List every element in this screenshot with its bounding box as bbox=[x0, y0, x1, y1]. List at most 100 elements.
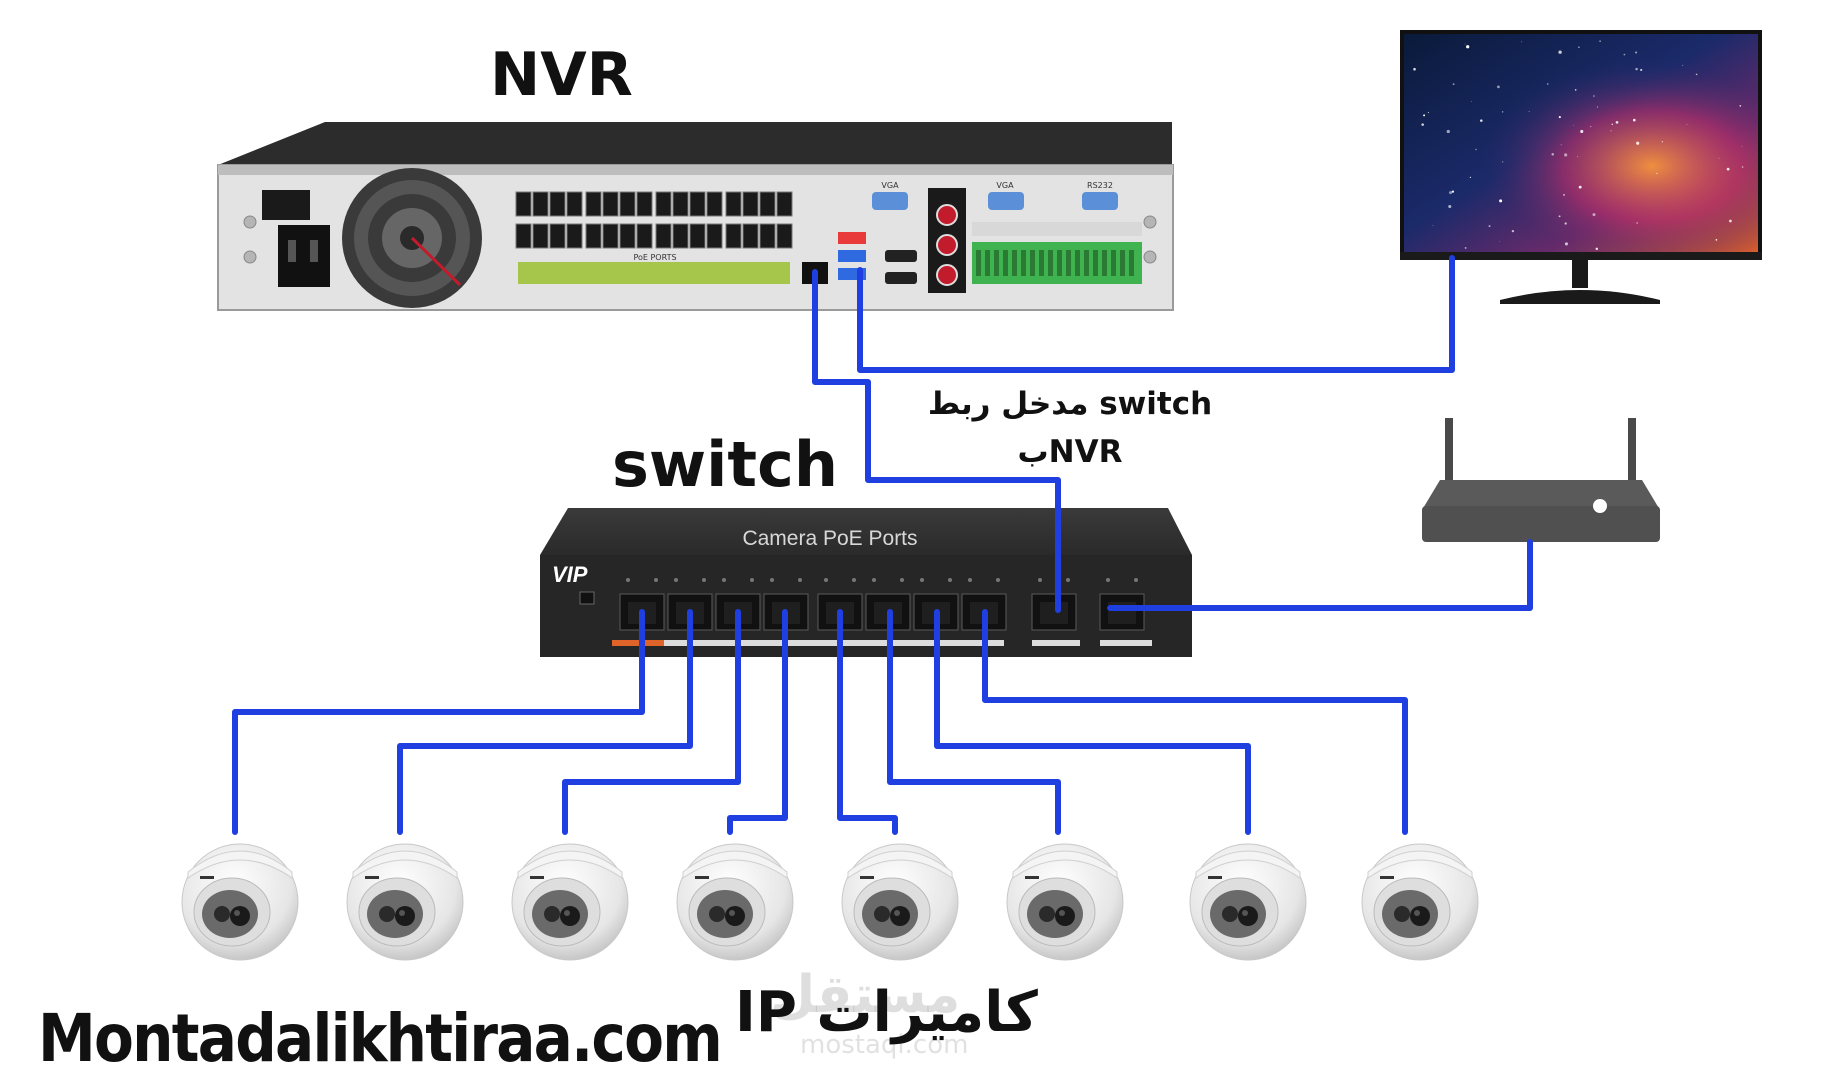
terminal-pin bbox=[1093, 250, 1098, 276]
star bbox=[1661, 141, 1663, 143]
star bbox=[1558, 50, 1562, 54]
switch-top bbox=[540, 508, 1192, 555]
star bbox=[1423, 114, 1426, 117]
ip-camera-icon bbox=[181, 843, 299, 961]
nvr-port bbox=[636, 191, 653, 217]
cable-camera-7 bbox=[934, 609, 1251, 835]
nvr-port bbox=[742, 223, 759, 249]
nvr-port bbox=[725, 191, 742, 217]
ip-camera-icon bbox=[511, 843, 629, 961]
switch-brand-logo: VIP bbox=[552, 562, 588, 587]
nvr-port bbox=[636, 223, 653, 249]
hdmi-port-icon-2 bbox=[885, 272, 917, 284]
switch-nvr-connection-label: مدخل ربط switch بNVR bbox=[927, 386, 1213, 470]
terminal-pin bbox=[1012, 250, 1017, 276]
router bbox=[1422, 418, 1660, 542]
terminal-pin bbox=[976, 250, 981, 276]
star bbox=[1560, 144, 1562, 146]
star bbox=[1564, 222, 1567, 225]
router-body bbox=[1422, 506, 1660, 542]
rs232-label: RS232 bbox=[1087, 181, 1113, 190]
star bbox=[1551, 153, 1554, 156]
star bbox=[1564, 153, 1568, 157]
nvr-port bbox=[672, 191, 689, 217]
star bbox=[1682, 64, 1684, 66]
star bbox=[1599, 40, 1601, 42]
star bbox=[1611, 123, 1613, 126]
ip-camera-icon bbox=[676, 843, 794, 961]
nvr-port bbox=[706, 191, 723, 217]
cable-nvr-switch bbox=[812, 269, 1061, 613]
router-antenna-right bbox=[1628, 418, 1636, 490]
star bbox=[1739, 104, 1742, 107]
ip-camera-icon bbox=[1006, 843, 1124, 961]
nvr-port bbox=[532, 191, 549, 217]
power-socket-icon bbox=[278, 225, 330, 287]
star bbox=[1592, 213, 1596, 217]
poe-switch: Camera PoE Ports VIP bbox=[540, 508, 1192, 657]
star bbox=[1470, 101, 1472, 102]
audio-jack-icon bbox=[936, 264, 958, 286]
star bbox=[1741, 166, 1744, 168]
nvr-port bbox=[742, 191, 759, 217]
cable-camera-1 bbox=[232, 609, 645, 835]
star bbox=[1635, 67, 1638, 71]
power-switch-icon bbox=[262, 190, 310, 220]
nvr-port bbox=[776, 223, 793, 249]
nvr-port bbox=[672, 223, 689, 249]
star bbox=[1573, 124, 1574, 126]
usb-port-blue-1 bbox=[838, 250, 866, 262]
nvr-port bbox=[725, 223, 742, 249]
star bbox=[1656, 172, 1658, 175]
star bbox=[1427, 111, 1430, 114]
nvr-device: PoE PORTS VGA VGA RS232 bbox=[217, 122, 1174, 311]
star bbox=[1449, 191, 1453, 195]
usb-port-red bbox=[838, 232, 866, 244]
star bbox=[1729, 219, 1732, 223]
rs232-port-icon bbox=[1082, 192, 1118, 210]
star bbox=[1574, 89, 1577, 91]
star bbox=[1578, 185, 1582, 189]
terminal-pin bbox=[1057, 250, 1062, 276]
nvr-port bbox=[532, 223, 549, 249]
star bbox=[1578, 46, 1580, 48]
ip-cameras bbox=[181, 843, 1479, 961]
star bbox=[1464, 43, 1466, 45]
nvr-port bbox=[566, 223, 583, 249]
star bbox=[1563, 194, 1565, 196]
poe-ports-strip bbox=[518, 262, 790, 284]
star bbox=[1636, 222, 1638, 224]
terminal-pin bbox=[1111, 250, 1116, 276]
terminal-pin bbox=[1030, 250, 1035, 276]
star bbox=[1528, 110, 1530, 112]
star bbox=[1558, 215, 1561, 218]
switch-port-strip bbox=[664, 640, 1004, 646]
star bbox=[1499, 241, 1500, 242]
star bbox=[1595, 247, 1598, 251]
terminal-pin bbox=[1075, 250, 1080, 276]
star bbox=[1480, 119, 1483, 122]
ip-camera-icon bbox=[346, 843, 464, 961]
nvr-port bbox=[515, 223, 532, 249]
nvr-port bbox=[619, 223, 636, 249]
nvr-port bbox=[585, 191, 602, 217]
watermark-url: mostaql.com bbox=[800, 1030, 969, 1060]
ip-cameras-label: كاميرات IP bbox=[735, 980, 1038, 1045]
nvr-port bbox=[776, 191, 793, 217]
nvr-port bbox=[706, 223, 723, 249]
star bbox=[1640, 68, 1643, 72]
monitor bbox=[1400, 30, 1762, 304]
star bbox=[1521, 41, 1523, 43]
cable-nvr-monitor bbox=[857, 255, 1455, 373]
cable-camera-6 bbox=[887, 609, 1061, 835]
cable-camera-5 bbox=[837, 609, 898, 835]
nvr-port bbox=[566, 191, 583, 217]
terminal-pin bbox=[1048, 250, 1053, 276]
website-url: Montadalikhtiraa.com bbox=[38, 1000, 723, 1077]
star bbox=[1466, 45, 1470, 49]
terminal-pin bbox=[994, 250, 999, 276]
star bbox=[1686, 124, 1688, 126]
star bbox=[1564, 242, 1568, 246]
star bbox=[1446, 129, 1450, 134]
